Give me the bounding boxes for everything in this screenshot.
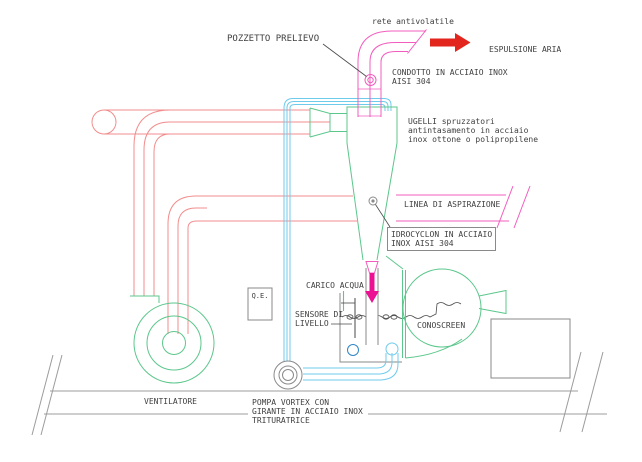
label-ventilatore: VENTILATORE <box>144 397 197 406</box>
label-pompa-vortex: POMPA VORTEX CON GIRANTE IN ACCIAIO INOX… <box>252 398 363 425</box>
duct-lower-outer <box>167 195 353 334</box>
duct-upper-riser-inner <box>153 133 171 296</box>
idrocyclon-leader-line <box>375 204 391 228</box>
duct-end-cap <box>91 109 117 135</box>
inlet-reducer <box>309 107 347 138</box>
exhaust-duct <box>357 29 427 117</box>
pump-inner-circle <box>282 369 294 381</box>
pozzetto-port <box>364 74 377 86</box>
level-sensor <box>331 298 356 338</box>
drum-inlet-wall <box>402 270 406 358</box>
duct-lower-mid <box>177 207 207 334</box>
water-bubble <box>355 314 363 320</box>
duct-lower-inner <box>187 220 357 334</box>
drum-spout <box>478 289 507 315</box>
cone-left-edge <box>346 142 364 261</box>
cyclone-body <box>309 106 404 270</box>
spray-chamber <box>346 106 398 143</box>
water-bubble <box>390 314 398 320</box>
pump-pipe-1 <box>303 353 387 369</box>
water-line <box>341 302 462 320</box>
ground-lines <box>31 351 607 436</box>
fan-inlet-step <box>130 295 160 303</box>
idrocyclon-marker <box>368 196 391 228</box>
fan-eye-circle <box>162 331 186 355</box>
water-bubble <box>346 314 354 320</box>
cone-right-edge <box>376 142 398 261</box>
outlet-screen-edge <box>407 29 427 54</box>
exhaust-outer <box>357 30 426 117</box>
marker-circle <box>368 196 378 206</box>
spray-nozzle-icon <box>347 108 364 128</box>
duct-flange <box>358 88 381 117</box>
cyan-line-1 <box>283 98 392 361</box>
cyan-line-2 <box>286 101 389 361</box>
water-tank <box>339 291 402 363</box>
spray-nozzle-icon <box>347 130 364 150</box>
pozzetto-leader-line <box>322 43 367 77</box>
label-ugelli: UGELLI spruzzatori antintasamento in acc… <box>408 117 539 144</box>
pump-pipe-2 <box>303 353 393 375</box>
tank-walls <box>339 293 402 363</box>
fan-duct-lower <box>167 195 357 334</box>
drum-tail <box>405 338 463 359</box>
exhaust-mid <box>369 42 416 117</box>
label-linea-aspirazione: LINEA DI ASPIRAZIONE <box>404 200 501 209</box>
vortex-pump <box>273 360 303 390</box>
espulsione-arrow-icon <box>430 33 471 52</box>
qe-box <box>247 287 273 321</box>
spray-nozzles <box>347 108 396 150</box>
fan-mid-circle <box>146 315 202 371</box>
pump-mid-circle <box>278 365 298 385</box>
label-espulsione-aria: ESPULSIONE ARIA <box>489 45 562 54</box>
duct-upper-riser-outer <box>133 109 171 296</box>
spray-nozzle-icon <box>379 130 396 150</box>
label-idrocyclon: IDROCYCLON IN ACCIAIO INOX AISI 304 <box>387 227 497 251</box>
pump-outer-circle <box>273 360 303 390</box>
water-wave <box>341 302 462 319</box>
collection-box <box>490 318 571 379</box>
aspiration-line <box>396 185 531 229</box>
exhaust-inner <box>380 51 408 117</box>
fan-duct-upper <box>91 109 330 296</box>
label-rete-antivolatile: rete antivolatile <box>372 17 454 26</box>
marker-dot <box>371 199 375 203</box>
label-quadro-elettrico: Q.E. <box>251 292 269 300</box>
fan-outer-circle <box>133 302 215 384</box>
fan-volute <box>130 295 215 384</box>
label-sensore-livello: SENSORE DI LIVELLO <box>295 310 344 328</box>
ground-break-left <box>31 354 63 436</box>
label-condotto: CONDOTTO IN ACCIAIO INOX AISI 304 <box>392 68 508 86</box>
tank-fitting <box>347 344 359 356</box>
label-carico-acqua: CARICO ACQUA <box>306 281 364 290</box>
conoscreen-chute <box>385 255 404 270</box>
label-conoscreen: CONOSCREEN <box>417 321 466 330</box>
aspiration-break-marks <box>496 185 531 229</box>
water-bubble <box>382 314 390 320</box>
pump-pipe-3 <box>303 353 399 381</box>
duct-upper-riser-mid <box>143 121 330 296</box>
flow-arrow-icon <box>365 273 379 303</box>
drum-circle <box>402 268 482 348</box>
dip-tube-mask <box>365 266 379 345</box>
dip-tube <box>365 268 379 345</box>
pipe-fitting <box>385 342 399 356</box>
label-pozzetto-prelievo: POZZETTO PRELIEVO <box>227 34 320 44</box>
conoscreen-drum <box>402 268 507 359</box>
pump-pipes <box>303 342 399 381</box>
pozzetto-port-inner <box>367 76 374 84</box>
ground-break-right <box>559 351 604 433</box>
